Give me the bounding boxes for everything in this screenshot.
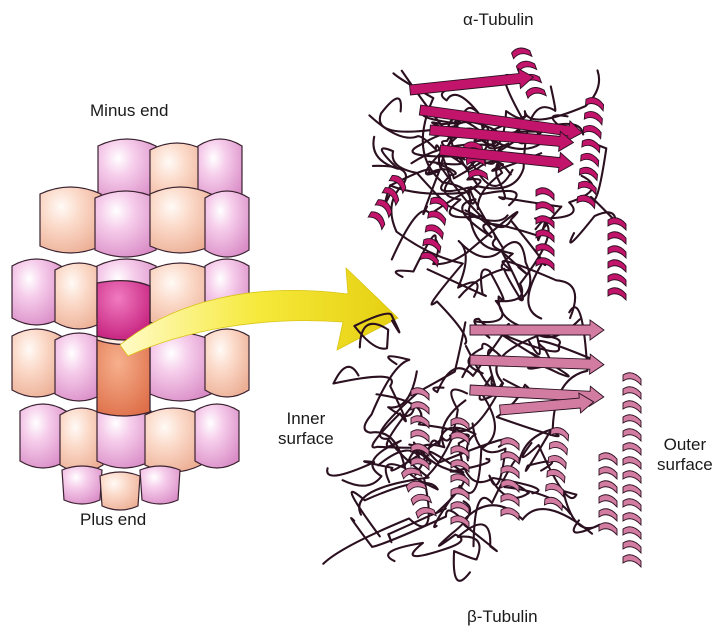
tubulin-subunit	[140, 466, 180, 504]
coil-loop	[496, 164, 561, 241]
tubulin-subunit	[95, 191, 156, 257]
tubulin-subunit	[20, 404, 66, 468]
outer-surface-helix	[599, 373, 641, 567]
helix-ribbon	[599, 453, 617, 535]
tubulin-subunit	[145, 408, 201, 472]
alpha-tubulin-label: α-Tubulin	[463, 10, 534, 30]
tubulin-subunit	[40, 187, 101, 253]
tubulin-subunit	[62, 466, 102, 504]
tubulin-subunit	[150, 187, 211, 253]
plus-end-label: Plus end	[80, 510, 146, 530]
coil-loop	[334, 367, 420, 448]
outer-surface-label: Outer surface	[657, 435, 713, 475]
tubulin-subunit	[205, 191, 249, 257]
coil-loop	[465, 210, 575, 318]
coil-loop	[458, 187, 517, 297]
tubulin-subunit	[205, 329, 249, 397]
inner-surface-label: Inner surface	[278, 409, 334, 449]
helix-ribbon	[623, 373, 641, 567]
helix-ribbon	[608, 218, 626, 300]
tubulin-subunit	[100, 472, 140, 510]
tubulin-subunit	[12, 329, 61, 397]
coil-loop	[454, 524, 497, 580]
tubulin-subunit	[55, 263, 103, 329]
tubulin-subunit	[195, 404, 239, 468]
beta-tubulin-label: β-Tubulin	[467, 607, 538, 627]
tubulin-subunit	[55, 333, 103, 401]
minus-end-label: Minus end	[90, 101, 168, 121]
tubulin-subunit	[12, 259, 61, 325]
highlighted-beta-subunit	[97, 340, 150, 416]
helix-ribbon	[420, 196, 450, 266]
